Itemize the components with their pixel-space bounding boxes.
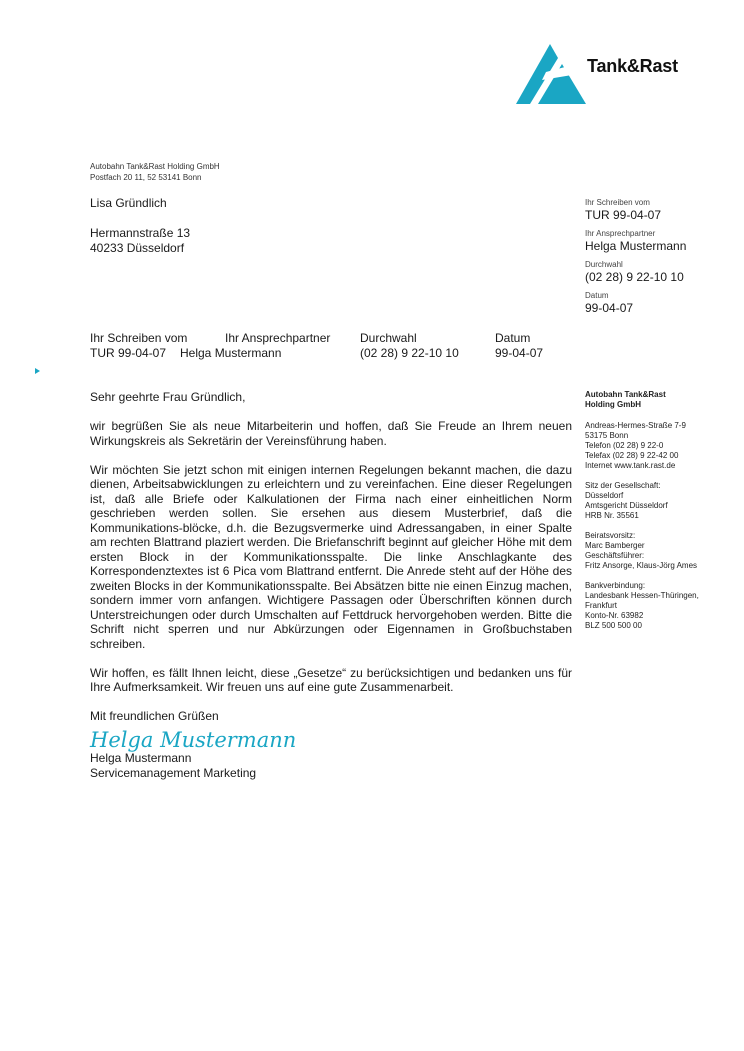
- sidebar-line: Geschäftsführer:: [585, 551, 645, 560]
- sender-return-address: Autobahn Tank&Rast Holding GmbH Postfach…: [90, 161, 220, 183]
- sidebar-company-line: Autobahn Tank&Rast: [585, 390, 666, 399]
- handwritten-signature: Helga Mustermann: [90, 728, 297, 752]
- sidebar-line: Fritz Ansorge, Klaus-Jörg Ames: [585, 561, 698, 570]
- sidebar-line: Telefax (02 28) 9 22-42 00: [585, 451, 679, 460]
- recipient-street: Hermannstraße 13: [90, 226, 191, 240]
- sender-line: Postfach 20 11, 52 53141 Bonn: [90, 173, 202, 182]
- sidebar-bank: Bankverbindung: Landesbank Hessen-Thürin…: [585, 581, 735, 631]
- logo-mark-icon: [516, 44, 586, 104]
- sidebar-line: Sitz der Gesellschaft:: [585, 481, 661, 490]
- sidebar-line: Marc Bamberger: [585, 541, 645, 550]
- sidebar-line: Telefon (02 28) 9 22-0: [585, 441, 664, 450]
- sidebar-line: Frankfurt: [585, 601, 618, 610]
- refrow-date-label: Datum: [495, 331, 531, 345]
- date-label: Datum: [585, 291, 609, 300]
- recipient-name: Lisa Gründlich: [90, 196, 167, 210]
- sender-line: Autobahn Tank&Rast Holding GmbH: [90, 162, 220, 171]
- refrow-contact-value: Helga Mustermann: [180, 346, 282, 360]
- refrow-contact-label: Ihr Ansprechpartner: [225, 331, 331, 345]
- refrow-your-letter-label: Ihr Schreiben vom: [90, 331, 188, 345]
- sidebar-line: Düsseldorf: [585, 491, 624, 500]
- fold-marker-icon: [35, 368, 40, 374]
- refrow-date: Datum 99-04-07: [495, 331, 543, 361]
- refrow-your-letter: Ihr Schreiben vom TUR 99-04-07: [90, 331, 187, 361]
- your-letter-value: TUR 99-04-07: [585, 208, 662, 222]
- reference-column: Ihr Schreiben vom TUR 99-04-07 Ihr Anspr…: [585, 198, 735, 322]
- date-value: 99-04-07: [585, 301, 634, 315]
- sidebar-registry: Sitz der Gesellschaft: Düsseldorf Amtsge…: [585, 481, 735, 521]
- sidebar-company: Autobahn Tank&Rast Holding GmbH: [585, 390, 735, 410]
- sidebar-line: HRB Nr. 35561: [585, 511, 639, 520]
- signer-name: Helga Mustermann: [90, 751, 192, 765]
- sidebar-line: BLZ 500 500 00: [585, 621, 642, 630]
- sidebar-line: 53175 Bonn: [585, 431, 629, 440]
- direct-dial-value: (02 28) 9 22-10 10: [585, 270, 684, 284]
- sidebar-line: Beiratsvorsitz:: [585, 531, 636, 540]
- sidebar-line: Amtsgericht Düsseldorf: [585, 501, 668, 510]
- letter-body: Sehr geehrte Frau Gründlich, wir begrüße…: [90, 390, 572, 738]
- your-letter-label: Ihr Schreiben vom: [585, 198, 650, 207]
- sidebar-line: Internet www.tank.rast.de: [585, 461, 676, 470]
- closing: Mit freundlichen Grüßen: [90, 709, 219, 723]
- sidebar-board: Beiratsvorsitz: Marc Bamberger Geschäfts…: [585, 531, 735, 571]
- recipient-address: Lisa Gründlich Hermannstraße 13 40233 Dü…: [90, 196, 190, 256]
- sidebar-line: Landesbank Hessen-Thüringen,: [585, 591, 699, 600]
- contact-value: Helga Mustermann: [585, 239, 687, 253]
- direct-dial-label: Durchwahl: [585, 260, 623, 269]
- company-logo: [512, 44, 698, 108]
- sidebar-line: Andreas-Hermes-Straße 7-9: [585, 421, 686, 430]
- body-paragraph: wir begrüßen Sie als neue Mitarbeiterin …: [90, 419, 572, 448]
- contact-label: Ihr Ansprechpartner: [585, 229, 656, 238]
- signer-title: Servicemanagement Marketing: [90, 765, 257, 780]
- signer-block: Helga Mustermann Servicemanagement Marke…: [90, 751, 256, 780]
- refrow-direct-dial-value: (02 28) 9 22-10 10: [360, 346, 459, 360]
- refrow-your-letter-value: TUR 99-04-07: [90, 346, 167, 360]
- refrow-direct-dial: Durchwahl (02 28) 9 22-10 10: [360, 331, 459, 361]
- salutation: Sehr geehrte Frau Gründlich,: [90, 390, 246, 404]
- refrow-direct-dial-label: Durchwahl: [360, 331, 417, 345]
- body-paragraph: Wir möchten Sie jetzt schon mit einigen …: [90, 462, 572, 651]
- body-paragraph: Wir hoffen, es fällt Ihnen leicht, diese…: [90, 665, 572, 695]
- sidebar-line: Bankverbindung:: [585, 581, 646, 590]
- company-info-sidebar: Autobahn Tank&Rast Holding GmbH Andreas-…: [585, 390, 735, 641]
- sidebar-line: Konto-Nr. 63982: [585, 611, 644, 620]
- sidebar-company-line: Holding GmbH: [585, 400, 641, 409]
- sidebar-address: Andreas-Hermes-Straße 7-9 53175 Bonn Tel…: [585, 421, 735, 471]
- refrow-date-value: 99-04-07: [495, 346, 544, 360]
- refrow-contact: Ihr Ansprechpartner Helga Mustermann: [180, 331, 330, 361]
- recipient-city: 40233 Düsseldorf: [90, 241, 185, 255]
- logo-wordmark: Tank&Rast: [587, 56, 678, 76]
